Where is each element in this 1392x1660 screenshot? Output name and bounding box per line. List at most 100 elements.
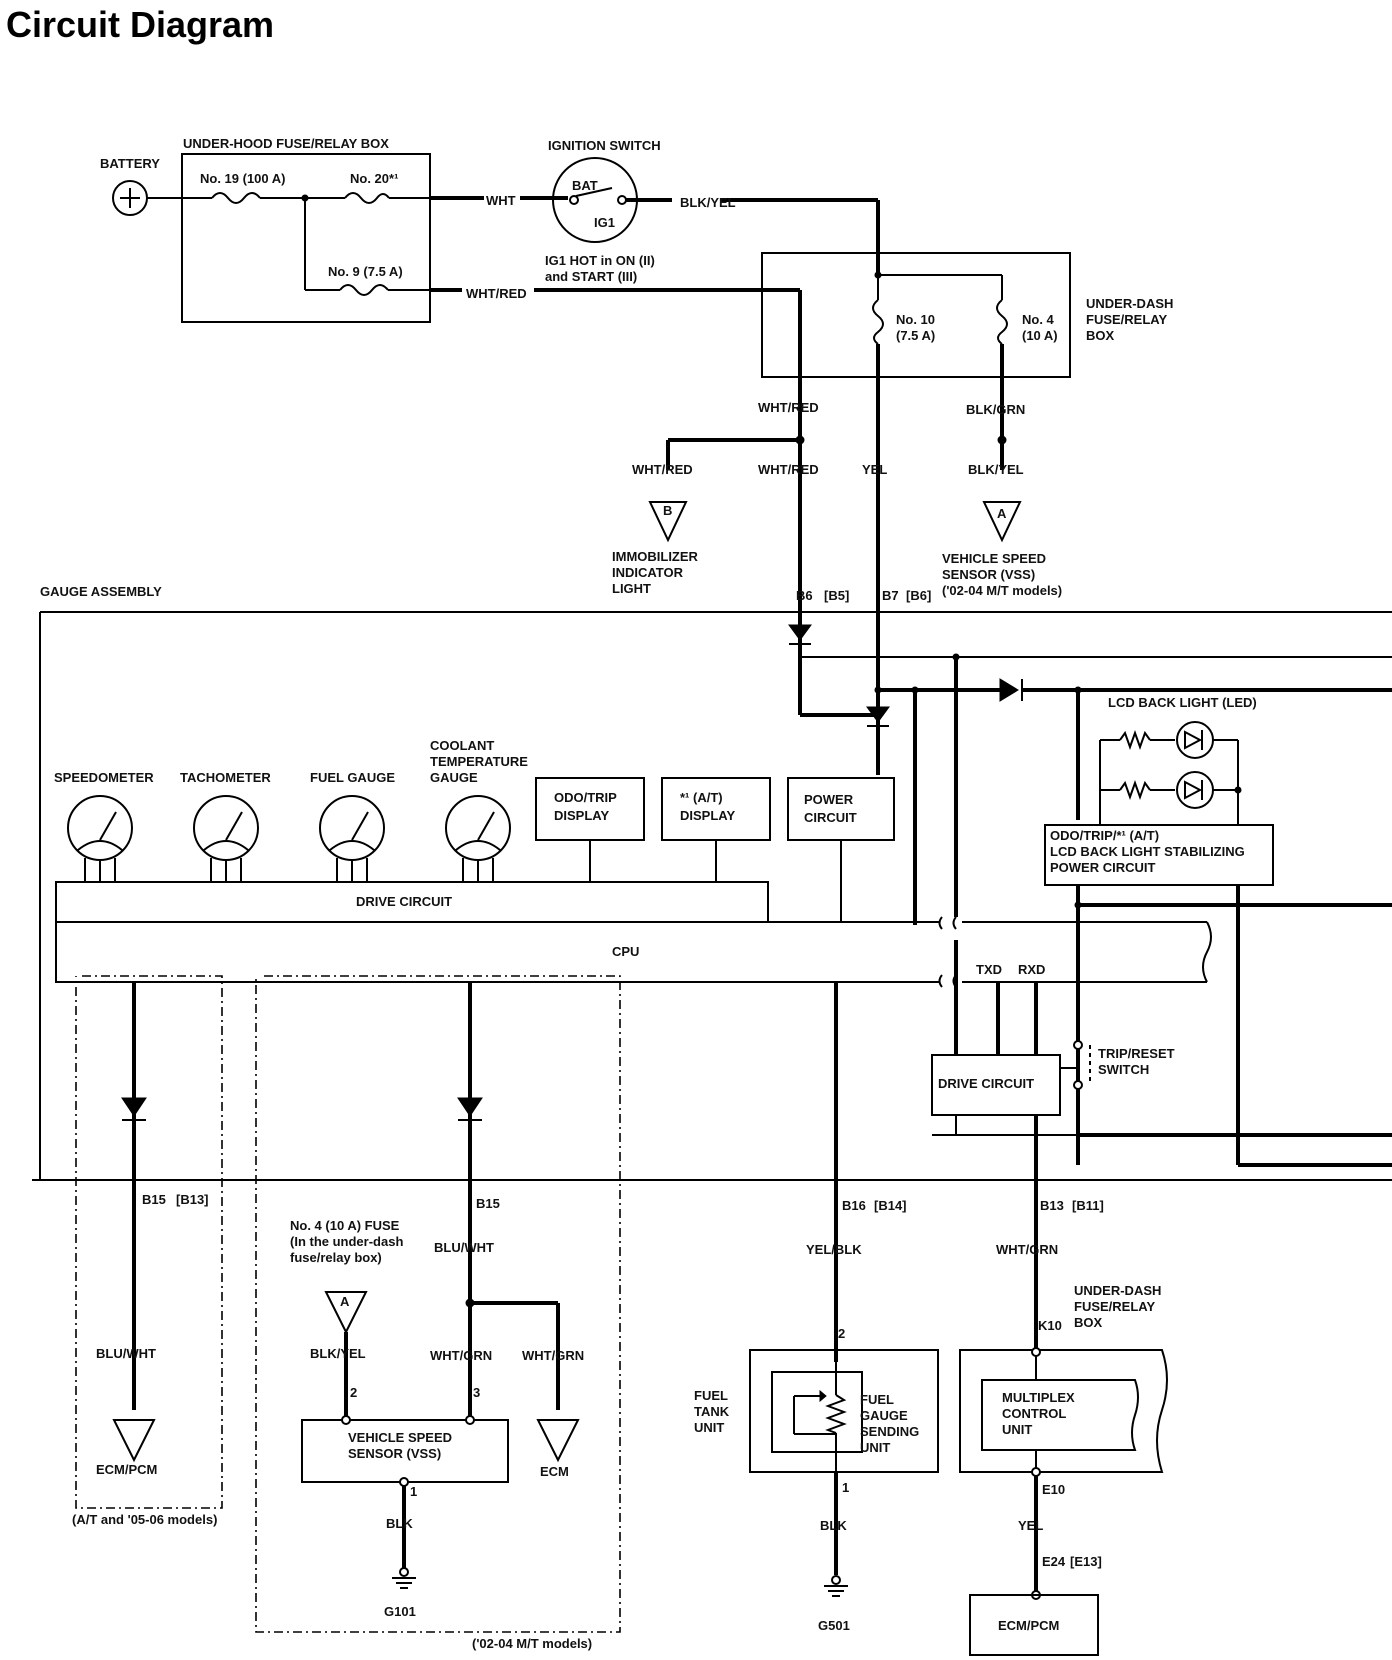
- label-power-2: CIRCUIT: [804, 810, 857, 825]
- label-b16: B16: [842, 1198, 866, 1213]
- at-models-region: [75, 975, 223, 1509]
- label-power-1: POWER: [804, 792, 854, 807]
- label-stab-3: POWER CIRCUIT: [1050, 860, 1156, 875]
- label-ignition-switch: IGNITION SWITCH: [548, 138, 661, 153]
- label-trip-reset-1: TRIP/RESET: [1098, 1046, 1175, 1061]
- label-ecm-pcm-2: ECM/PCM: [998, 1618, 1059, 1633]
- multiplex-control-unit-box: [981, 1379, 1139, 1451]
- label-tachometer: TACHOMETER: [180, 770, 271, 785]
- label-conn-a: A: [997, 506, 1007, 521]
- diode-b6: [788, 624, 812, 641]
- connector-a-symbol: [982, 501, 1022, 543]
- drive-circuit-box: [55, 881, 769, 923]
- label-rxd: RXD: [1018, 962, 1045, 977]
- label-vss-box-1: VEHICLE SPEED: [348, 1430, 452, 1445]
- label-e24: E24: [1042, 1554, 1066, 1569]
- label-b11: [B11]: [1072, 1198, 1104, 1213]
- mt-models-region: [255, 975, 621, 1633]
- label-pin3: 3: [473, 1385, 480, 1400]
- label-b15: B15: [142, 1192, 166, 1207]
- label-pin2b: 2: [838, 1326, 845, 1341]
- label-b6: B6: [796, 588, 813, 603]
- stabilizing-power-circuit-box: [1044, 824, 1274, 886]
- battery-symbol: [112, 180, 148, 216]
- label-fuel-tank-3: UNIT: [694, 1420, 724, 1435]
- label-underdash-3: BOX: [1086, 328, 1115, 343]
- label-fuse-note-3: fuse/relay box): [290, 1250, 382, 1265]
- label-fuse-4-b: (10 A): [1022, 328, 1058, 343]
- drive-circuit-2-box: [931, 1054, 1061, 1116]
- label-at-2: DISPLAY: [680, 808, 735, 823]
- label-conn-a2: A: [340, 1294, 350, 1309]
- label-b6b: [B6]: [906, 588, 931, 603]
- label-fuse-9: No. 9 (7.5 A): [328, 264, 403, 279]
- label-speedometer: SPEEDOMETER: [54, 770, 154, 785]
- label-pin1: 1: [410, 1484, 417, 1499]
- label-vss-2: SENSOR (VSS): [942, 567, 1035, 582]
- label-e13: [E13]: [1070, 1554, 1102, 1569]
- label-trip-reset-2: SWITCH: [1098, 1062, 1149, 1077]
- label-wht-red-4: WHT/RED: [758, 462, 819, 477]
- label-wht-red-3: WHT/RED: [632, 462, 693, 477]
- label-fuel-send-4: UNIT: [860, 1440, 890, 1455]
- label-blk-grn: BLK/GRN: [966, 402, 1025, 417]
- label-fuse-19: No. 19 (100 A): [200, 171, 286, 186]
- label-underdash2-1: UNDER-DASH: [1074, 1283, 1161, 1298]
- fuse-9-symbol: [339, 284, 389, 296]
- label-fuse-10-b: (7.5 A): [896, 328, 935, 343]
- label-fuse-10-a: No. 10: [896, 312, 935, 327]
- label-drive-circuit-2: DRIVE CIRCUIT: [938, 1076, 1034, 1091]
- label-pin1b: 1: [842, 1480, 849, 1495]
- label-gauge-assembly: GAUGE ASSEMBLY: [40, 584, 162, 599]
- ecm-pcm-box-2: [969, 1594, 1099, 1656]
- label-stab-2: LCD BACK LIGHT STABILIZING: [1050, 844, 1245, 859]
- label-k10: K10: [1038, 1318, 1062, 1333]
- label-underdash-2: FUSE/RELAY: [1086, 312, 1167, 327]
- label-cpu: CPU: [612, 944, 639, 959]
- label-fuel-gauge: FUEL GAUGE: [310, 770, 395, 785]
- label-yel-blk: YEL/BLK: [806, 1242, 862, 1257]
- tachometer-symbol: [193, 795, 259, 882]
- label-wht-red-top: WHT/RED: [466, 286, 527, 301]
- speedometer-symbol: [67, 795, 133, 882]
- label-fuel-tank-2: TANK: [694, 1404, 730, 1419]
- label-blu-wht: BLU/WHT: [434, 1240, 494, 1255]
- label-at-1: *¹ (A/T): [680, 790, 723, 805]
- label-odo-2: DISPLAY: [554, 808, 609, 823]
- label-mux-1: MULTIPLEX: [1002, 1390, 1075, 1405]
- fuel-gauge-sending-unit-box: [771, 1371, 863, 1453]
- label-b14: [B14]: [874, 1198, 907, 1213]
- label-wht-red-2: WHT/RED: [758, 400, 819, 415]
- underdash-box-2: [959, 1349, 1168, 1473]
- fuel-tank-unit-box: [749, 1349, 939, 1473]
- underhood-fuse-box: [181, 153, 431, 323]
- label-coolant-3: GAUGE: [430, 770, 478, 785]
- label-bat: BAT: [572, 178, 598, 193]
- label-ig1-hot-1: IG1 HOT in ON (II): [545, 253, 655, 268]
- label-fuse-4-a: No. 4: [1022, 312, 1055, 327]
- label-txd: TXD: [976, 962, 1002, 977]
- fuel-gauge-symbol: [319, 795, 385, 882]
- label-fuel-tank-1: FUEL: [694, 1388, 728, 1403]
- label-wht-grn: WHT/GRN: [996, 1242, 1058, 1257]
- label-mux-2: CONTROL: [1002, 1406, 1066, 1421]
- label-underdash2-2: FUSE/RELAY: [1074, 1299, 1155, 1314]
- label-odo-1: ODO/TRIP: [554, 790, 617, 805]
- label-mux-3: UNIT: [1002, 1422, 1032, 1437]
- label-stab-1: ODO/TRIP/*¹ (A/T): [1050, 828, 1159, 843]
- fuse-20-symbol: [344, 192, 390, 204]
- label-yel: YEL: [862, 462, 887, 477]
- label-coolant-1: COOLANT: [430, 738, 494, 753]
- coolant-temperature-gauge-symbol: [445, 795, 511, 882]
- cpu-box: [55, 921, 1207, 983]
- label-coolant-2: TEMPERATURE: [430, 754, 528, 769]
- underdash-fuse-box: [761, 252, 1071, 378]
- label-ecm: ECM: [540, 1464, 569, 1479]
- label-blk-2: BLK: [820, 1518, 847, 1533]
- connector-b-symbol: [648, 501, 688, 543]
- label-blk: BLK: [386, 1516, 413, 1531]
- label-blk-yel-top: BLK/YEL: [680, 195, 736, 210]
- label-battery: BATTERY: [100, 156, 160, 171]
